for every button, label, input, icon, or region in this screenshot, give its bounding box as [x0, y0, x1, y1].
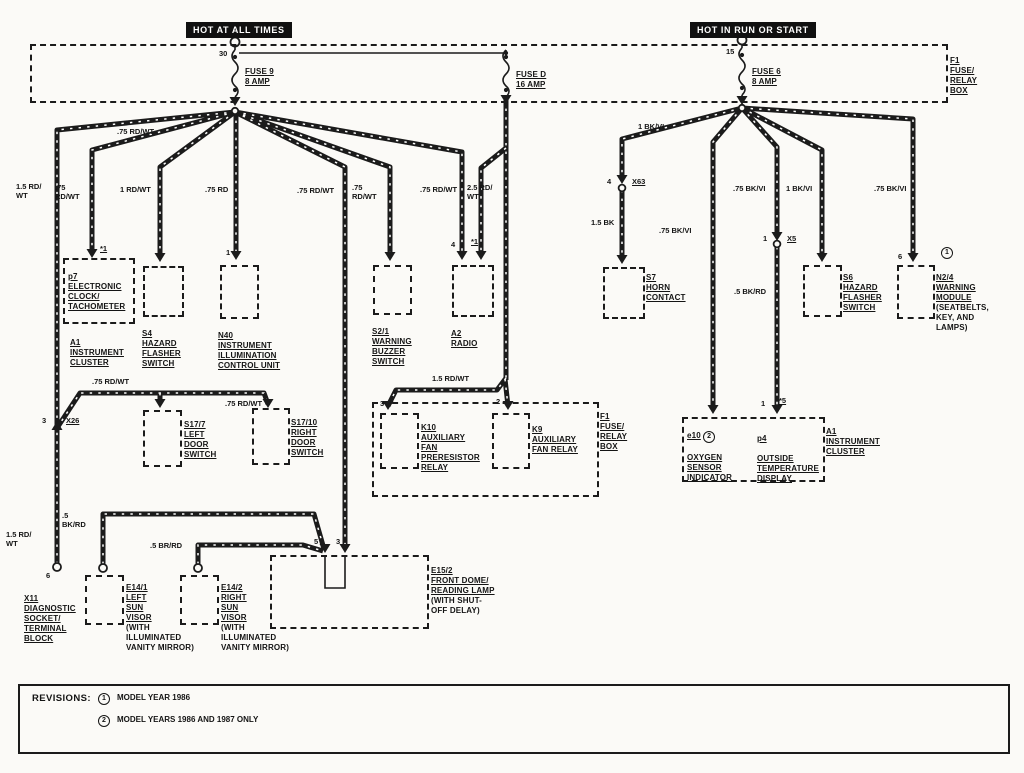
wire-label-visor1: .5 BK/RD [62, 511, 86, 529]
wire-label-door-feed2: .75 RD/WT [225, 399, 263, 408]
e14-1-box [85, 575, 124, 625]
x26-pin: 3 [42, 416, 47, 425]
a2-pin-star1: *1 [471, 237, 479, 246]
wire-label-fan-feed: 1.5 RD/WT [432, 374, 470, 383]
wire-label-c6: .75 RD/WT [352, 183, 377, 201]
x5-pin: 1 [763, 234, 768, 243]
hot-at-all-times-tag: HOT AT ALL TIMES [186, 22, 292, 38]
n2-4-pin: 6 [898, 252, 903, 261]
x63-pin: 4 [607, 177, 612, 186]
n2-4-box [897, 265, 935, 319]
s17-7-box [143, 410, 182, 467]
f1-fuse-relay-box-label: F1 FUSE/ RELAY BOX [950, 56, 978, 95]
s6-box [803, 265, 842, 317]
e15-2-pin-right: 3 [336, 537, 341, 546]
wire-label-c5: .75 RD/WT [297, 186, 335, 195]
p7-connector: *1 [100, 244, 108, 253]
wire-label-r2: .75 BK/VI [659, 226, 692, 235]
s4-label: S4 HAZARD FLASHER SWITCH [142, 329, 181, 368]
wire-label-r4: 1 BK/VI [786, 184, 813, 193]
n40-box [220, 265, 259, 319]
e10-label: e10 2 OXYGEN SENSOR INDICATOR [687, 431, 733, 482]
a1-pin-1: 1 [761, 399, 766, 408]
s17-10-box [252, 408, 290, 465]
revision-2-mark: 2 [703, 431, 716, 443]
wire-label-c1-top: 1.5 RD/ WT [16, 182, 42, 200]
k10-box [380, 413, 419, 469]
f1-fan-label: F1 FUSE/ RELAY BOX [600, 412, 628, 451]
fan-relay-box-outline [372, 402, 599, 497]
p7-box [63, 258, 135, 324]
wire-label-c2-bend: .75 RD/WT [117, 127, 155, 136]
wire-label-visor2: .5 BR/RD [150, 541, 183, 550]
s17-10-label: S17/10 RIGHT DOOR SWITCH [291, 418, 324, 457]
e14-2-label: E14/2 RIGHT SUN VISOR(WITH ILLUMINATED V… [221, 583, 290, 652]
a2-box [452, 265, 494, 317]
wire-label-door-feed: .75 RD/WT [92, 377, 130, 386]
s7-box [603, 267, 645, 319]
a2-pin-4: 4 [451, 240, 456, 249]
x5-label: X5 [787, 234, 797, 243]
e15-2-label: E15/2 FRONT DOME/ READING LAMP(WITH SHUT… [431, 566, 495, 615]
terminal-30: 30 [219, 49, 228, 58]
x11-label: X11 DIAGNOSTIC SOCKET/ TERMINAL BLOCK [24, 594, 76, 643]
wire-label-c7: .75 RD/WT [420, 185, 458, 194]
x26-label: X26 [66, 416, 80, 425]
revisions-title: REVISIONS: [32, 693, 91, 704]
x11-pin: 6 [46, 571, 51, 580]
s2-1-label: S2/1 WARNING BUZZER SWITCH [372, 327, 412, 366]
a1-plug-star5: *5 [779, 396, 787, 405]
wire-label-c4: .75 RD [205, 185, 229, 194]
x63-label: X63 [632, 177, 646, 186]
wire-label-r1-low: 1.5 BK [591, 218, 615, 227]
s7-label: S7 HORN CONTACT [646, 273, 686, 302]
p7-label: p7 ELECTRONIC CLOCK/ TACHOMETER [68, 272, 126, 311]
k9-label: K9 AUXILIARY FAN RELAY [532, 425, 578, 454]
wire-label-r3-low: .5 BK/RD [734, 287, 767, 296]
k10-label: K10 AUXILIARY FAN PRERESISTOR RELAY [421, 423, 480, 472]
k10-pin: 3 [380, 399, 385, 408]
p4-label: p4 OUTSIDE TEMPERATURE DISPLAY [757, 434, 819, 483]
e14-1-label: E14/1 LEFT SUN VISOR(WITH ILLUMINATED VA… [126, 583, 195, 652]
revision-1-mark: 1 [941, 247, 953, 259]
n2-4-label: N2/4 WARNING MODULE(SEATBELTS, KEY, AND … [936, 273, 989, 332]
wire-label-c1-bottom: 1.5 RD/ WT [6, 530, 32, 548]
hot-in-run-or-start-tag: HOT IN RUN OR START [690, 22, 816, 38]
s17-7-label: S17/7 LEFT DOOR SWITCH [184, 420, 217, 459]
k9-box [492, 413, 530, 469]
a1-cluster-box [682, 417, 825, 482]
revision-2-num: 2 [98, 715, 110, 727]
s2-1-box [373, 265, 412, 315]
a1-left-label: A1 INSTRUMENT CLUSTER [70, 338, 124, 367]
terminal-15: 15 [726, 47, 735, 56]
n40-label: N40 INSTRUMENT ILLUMINATION CONTROL UNIT [218, 331, 281, 370]
s6-label: S6 HAZARD FLASHER SWITCH [843, 273, 882, 312]
wire-label-r1-bend: 1 BK/VI [638, 122, 665, 131]
s4-box [143, 266, 184, 317]
wire-label-c3: 1 RD/WT [120, 185, 151, 194]
e14-2-box [180, 575, 219, 625]
a2-label: A2 RADIO [451, 329, 478, 348]
n40-pin: 1 [226, 248, 231, 257]
e15-2-box [270, 555, 429, 629]
a1-right-label: A1 INSTRUMENT CLUSTER [826, 427, 880, 456]
wire-label-r5: .75 BK/VI [874, 184, 907, 193]
wire-label-c2: .75 RD/WT [55, 183, 80, 201]
wire-label-radio-feed: 2.5 RD/ WT [467, 183, 493, 201]
wire-label-r3: .75 BK/VI [733, 184, 766, 193]
fuse-relay-box-outline [30, 44, 948, 103]
e15-2-pin-left: 5 [314, 537, 319, 546]
fuse-elements [231, 45, 746, 589]
k9-pin: 2 [496, 397, 501, 406]
revision-1-num: 1 [98, 693, 110, 705]
